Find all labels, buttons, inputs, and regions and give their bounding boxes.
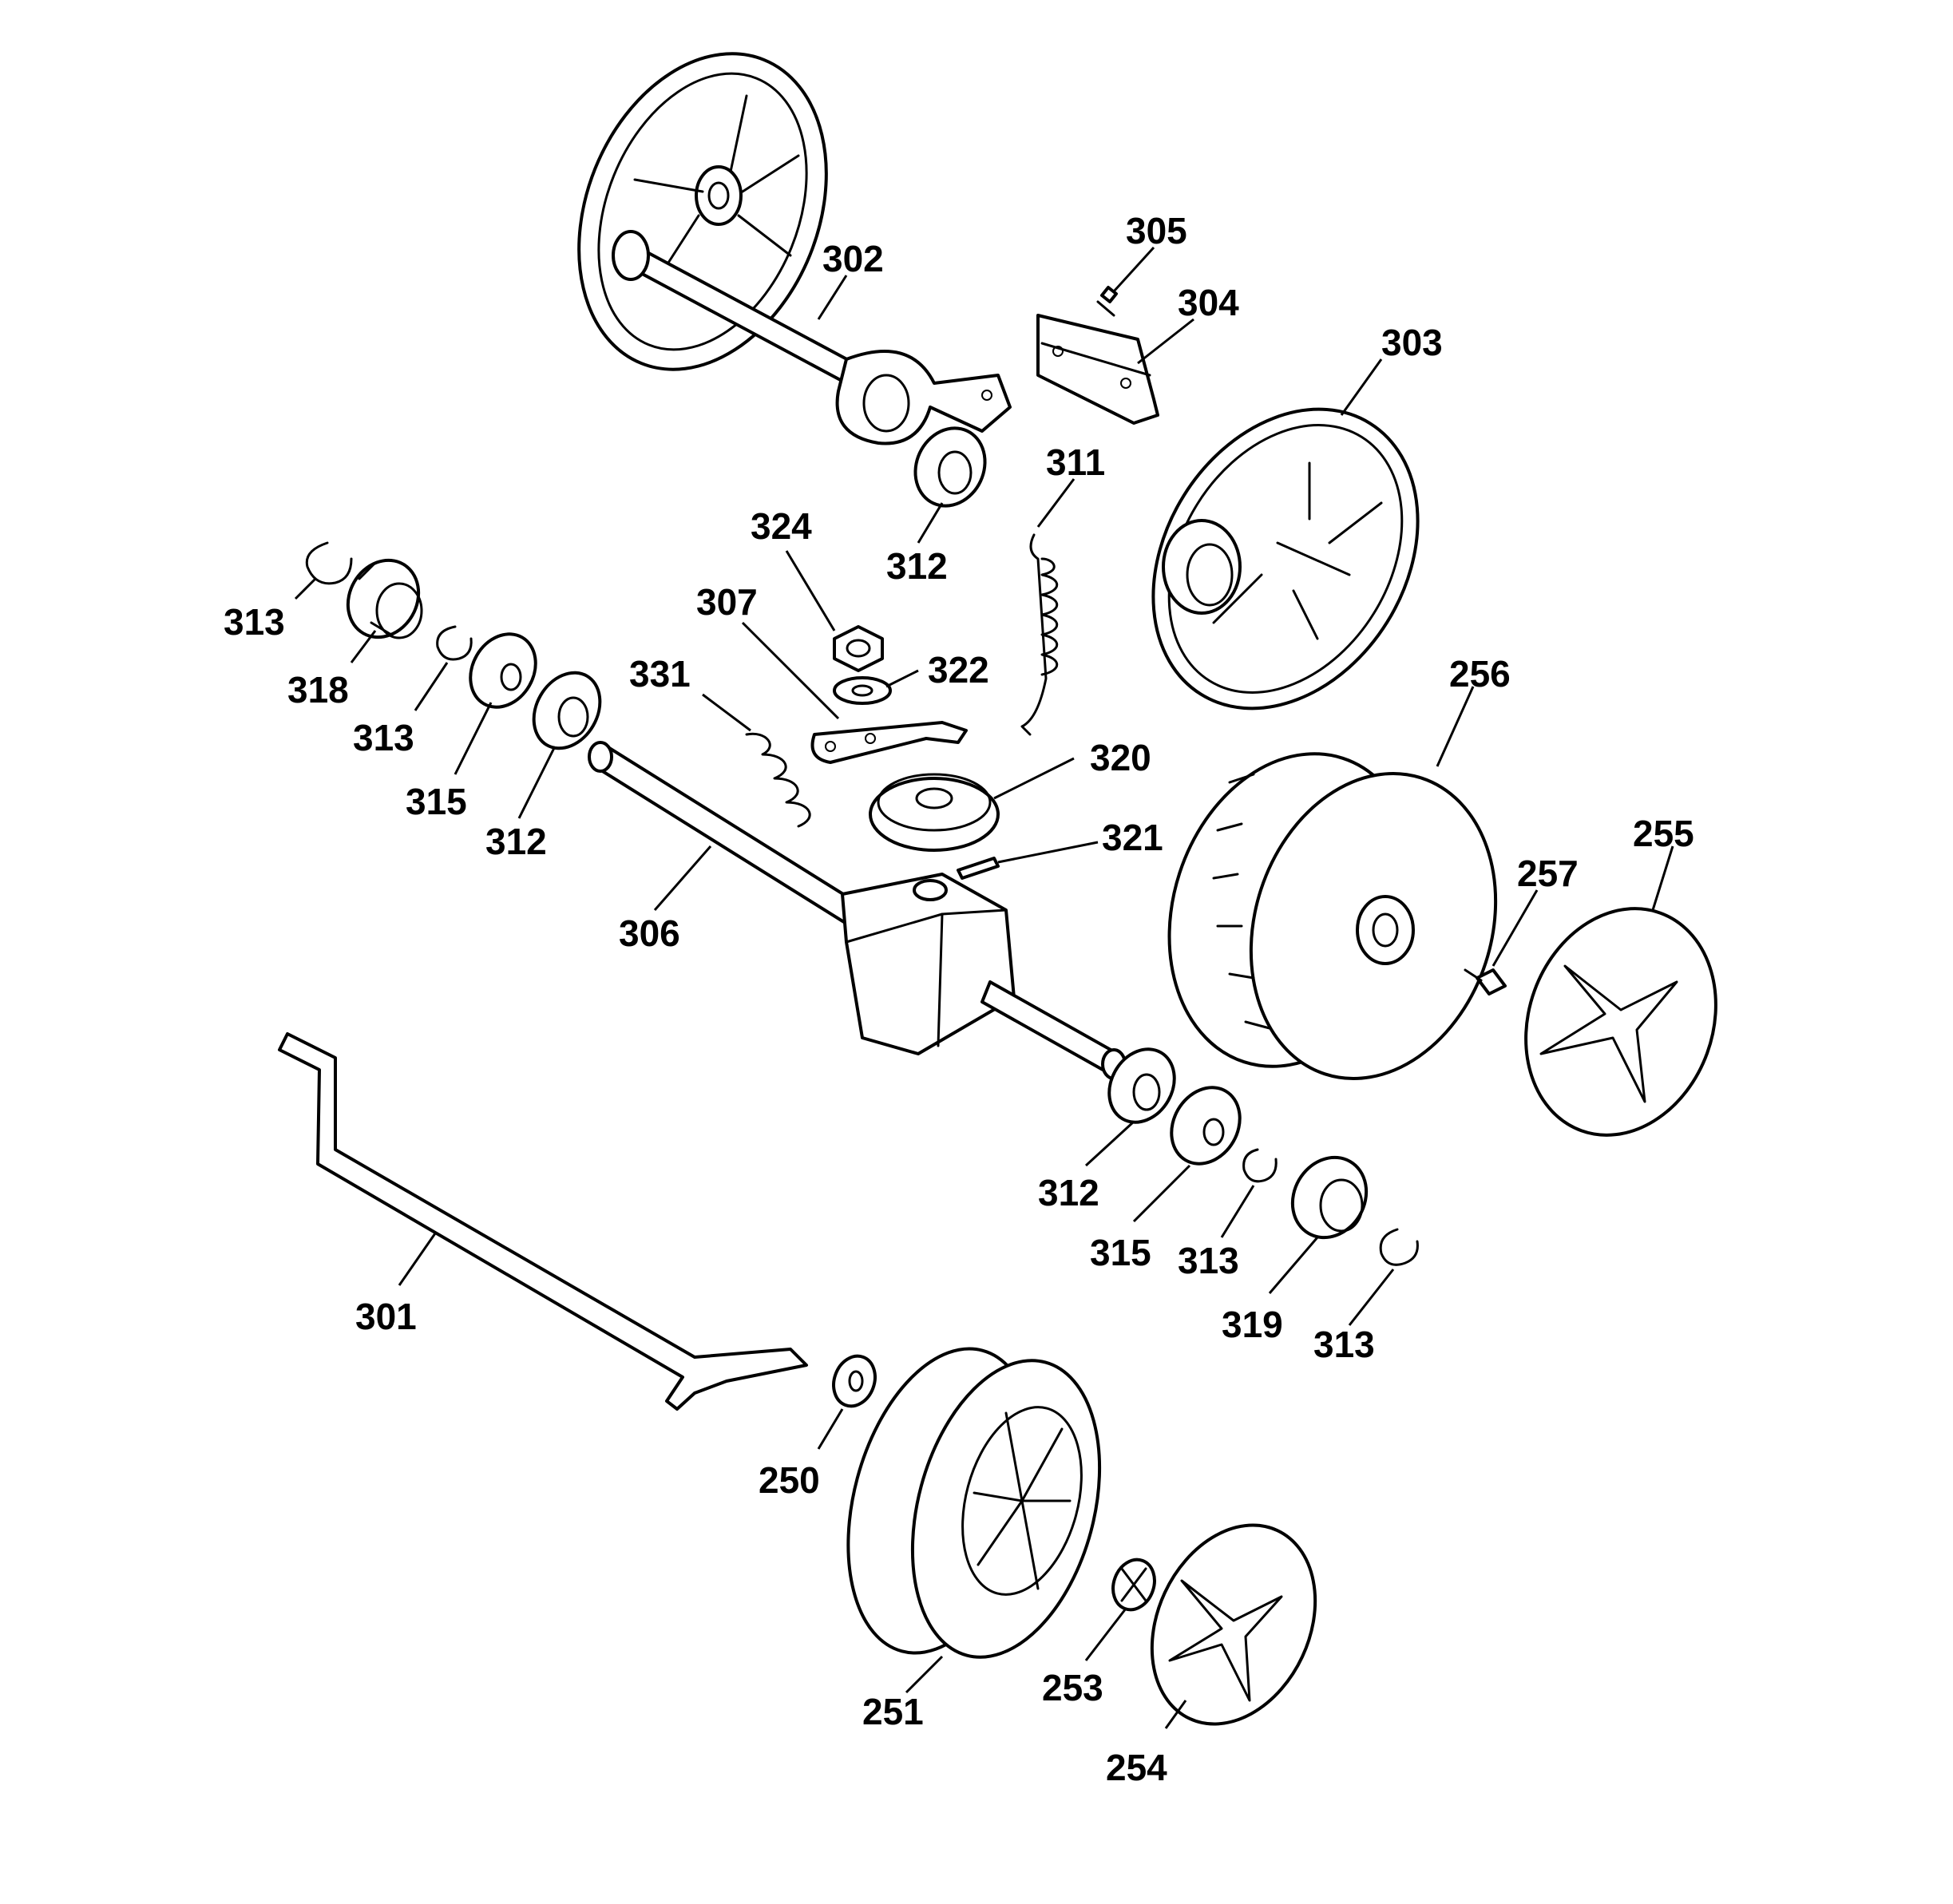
tension-spring-311 xyxy=(1020,533,1059,736)
pinion-319 xyxy=(1290,1155,1369,1240)
circlip-313-a xyxy=(305,541,353,585)
callout-312: 312 xyxy=(1038,1172,1099,1213)
nut-and-washer xyxy=(833,625,892,705)
callout-305: 305 xyxy=(1126,210,1187,251)
washer-315-lower xyxy=(1170,1086,1242,1166)
callout-304: 304 xyxy=(1178,282,1239,323)
callout-320: 320 xyxy=(1090,737,1151,778)
pinion-318 xyxy=(346,558,423,639)
rear-wheel-256 xyxy=(1167,752,1498,1081)
callout-315: 315 xyxy=(1090,1232,1151,1273)
bolt-257 xyxy=(1464,968,1507,996)
callout-303: 303 xyxy=(1381,322,1443,363)
spring-331 xyxy=(745,732,811,828)
washer-250 xyxy=(832,1354,877,1408)
callout-307: 307 xyxy=(696,581,758,623)
bracket-and-screw xyxy=(1036,286,1159,425)
callout-labels: 302 305 304 303 311 312 324 313 307 318 … xyxy=(224,210,1694,1788)
callout-315: 315 xyxy=(406,781,467,822)
rear-axle-assembly xyxy=(577,52,1012,445)
rear-wheel-disc-right xyxy=(1151,407,1420,711)
callout-306: 306 xyxy=(619,912,680,954)
callout-311: 311 xyxy=(1046,441,1105,483)
circlip-313-b xyxy=(436,625,473,661)
callout-257: 257 xyxy=(1517,853,1579,894)
bearing-312-left xyxy=(532,671,602,750)
callout-313: 313 xyxy=(353,717,414,758)
bearing-312-lower xyxy=(1107,1047,1176,1124)
callout-301: 301 xyxy=(355,1296,417,1337)
callout-322: 322 xyxy=(928,649,989,691)
callout-251: 251 xyxy=(862,1691,924,1732)
circlip-313-d xyxy=(1379,1228,1419,1266)
adjuster-rod-301 xyxy=(278,1032,808,1411)
callout-253: 253 xyxy=(1042,1667,1103,1708)
callout-313: 313 xyxy=(224,601,285,643)
callout-255: 255 xyxy=(1633,813,1694,854)
callout-318: 318 xyxy=(287,669,349,711)
callout-313: 313 xyxy=(1313,1324,1375,1365)
retainer-253 xyxy=(1111,1558,1156,1612)
circlip-313-c xyxy=(1242,1148,1278,1183)
drive-shaft-gearbox-306 xyxy=(588,741,1127,1080)
hubcap-255 xyxy=(1524,907,1717,1137)
hubcap-254 xyxy=(1150,1523,1317,1726)
callout-302: 302 xyxy=(822,238,884,279)
callout-331: 331 xyxy=(629,653,691,695)
callout-313: 313 xyxy=(1178,1240,1239,1281)
callout-321: 321 xyxy=(1102,817,1163,858)
callout-324: 324 xyxy=(751,505,812,547)
callout-250: 250 xyxy=(759,1459,820,1501)
callout-254: 254 xyxy=(1106,1747,1167,1788)
washer-315-left xyxy=(469,632,537,709)
lever-plate-307 xyxy=(810,721,968,764)
pulley-and-pin xyxy=(869,773,1000,880)
front-wheel-251 xyxy=(846,1347,1102,1659)
callout-319: 319 xyxy=(1222,1304,1283,1345)
bearing-312-upper xyxy=(913,426,987,508)
callout-312: 312 xyxy=(886,545,948,587)
leader-lines xyxy=(294,246,1674,1729)
callout-256: 256 xyxy=(1449,653,1511,695)
callout-312: 312 xyxy=(485,821,547,862)
